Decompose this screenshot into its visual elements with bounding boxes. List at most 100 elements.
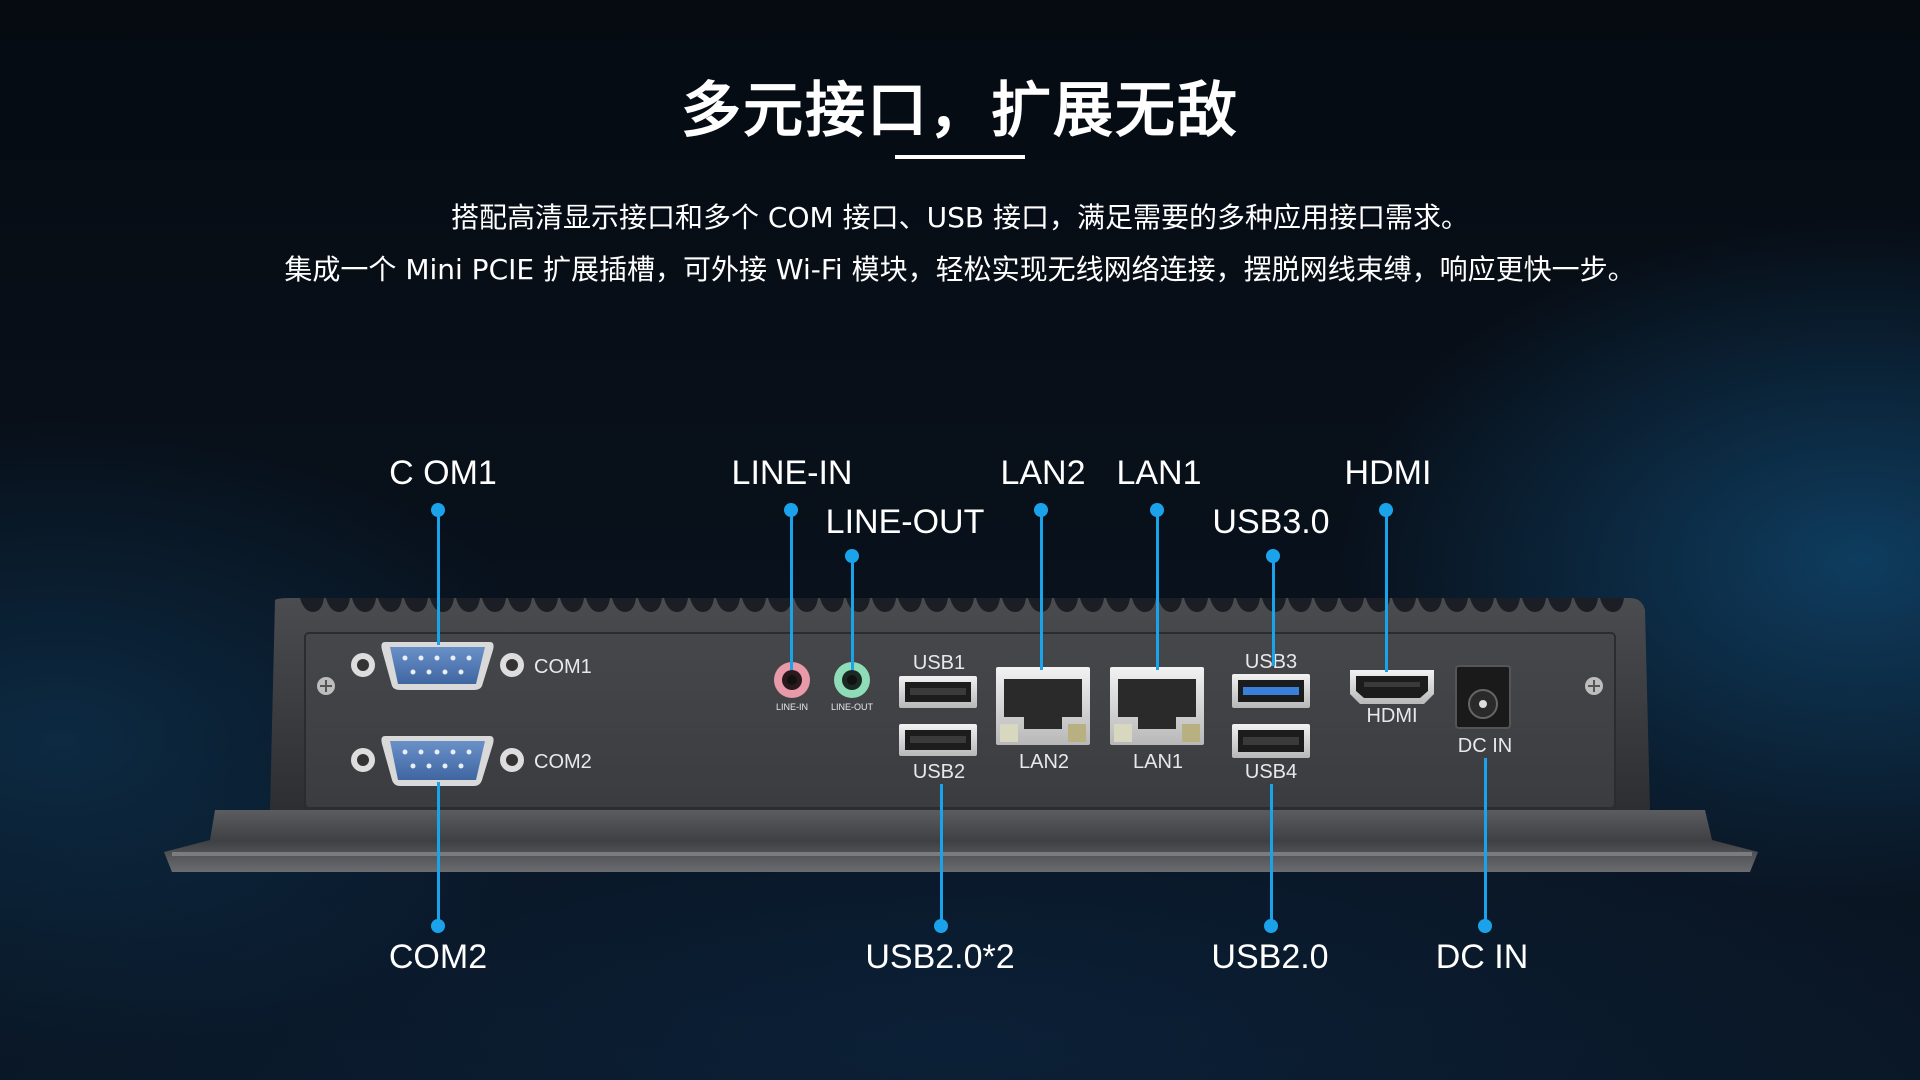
callout-dot-com2	[431, 919, 445, 933]
usb1-port	[899, 676, 977, 708]
callout-line-in: LINE-IN	[731, 454, 853, 492]
callout-usb30: USB3.0	[1212, 503, 1330, 541]
lan1-port	[1110, 667, 1204, 745]
screw-right	[1585, 677, 1603, 695]
fin-notch	[690, 598, 714, 612]
panel-label-usb4: USB4	[1245, 761, 1297, 783]
fin-notch	[1080, 598, 1104, 612]
fin-notch	[664, 598, 688, 612]
fin-notch	[1522, 598, 1546, 612]
fin-notch	[586, 598, 610, 612]
fin-notch	[1210, 598, 1234, 612]
mounting-flange	[164, 810, 1758, 872]
page-title: 多元接口，扩展无敌	[681, 76, 1239, 146]
fin-notch	[300, 598, 324, 612]
fin-notch	[352, 598, 376, 612]
callout-dot-line-in	[784, 503, 798, 517]
screw-left	[317, 677, 335, 695]
callout-line-hdmi	[1385, 510, 1388, 672]
callout-dot-lan1	[1150, 503, 1164, 517]
panel-label-usb3: USB3	[1245, 651, 1297, 673]
line-out-jack	[834, 662, 870, 698]
fin-notch	[534, 598, 558, 612]
usb2-port	[899, 724, 977, 756]
callout-lan1: LAN1	[1116, 454, 1202, 492]
fin-notch	[872, 598, 896, 612]
callout-line-dc-in	[1484, 758, 1487, 926]
fin-notch	[898, 598, 922, 612]
callout-line-usb20	[1270, 784, 1273, 926]
panel-label-dc-in: DC IN	[1458, 735, 1512, 757]
heat-sink-fins	[300, 598, 1624, 612]
fin-notch	[378, 598, 402, 612]
com1-port	[351, 642, 524, 690]
fin-notch	[612, 598, 636, 612]
fin-notch	[794, 598, 818, 612]
panel-label-com2: COM2	[534, 751, 592, 773]
fin-notch	[1236, 598, 1260, 612]
panel-label-hdmi: HDMI	[1366, 705, 1417, 727]
callout-dot-lan2	[1034, 503, 1048, 517]
panel-label-line-in: LINE-IN	[776, 702, 808, 712]
callout-com2: COM2	[388, 938, 488, 976]
fin-notch	[1418, 598, 1442, 612]
callout-usb20x2: USB2.0*2	[865, 938, 1015, 976]
callout-line-com2	[437, 782, 440, 927]
fin-notch	[924, 598, 948, 612]
fin-notch	[404, 598, 428, 612]
callout-dc-in: DC IN	[1435, 938, 1529, 976]
fin-notch	[1314, 598, 1338, 612]
fin-notch	[326, 598, 350, 612]
fin-notch	[482, 598, 506, 612]
panel-label-usb1: USB1	[913, 652, 965, 674]
panel-label-lan2: LAN2	[1019, 751, 1069, 773]
callout-dot-hdmi	[1379, 503, 1393, 517]
callout-line-com1	[437, 510, 440, 645]
fin-notch	[1444, 598, 1468, 612]
fin-notch	[742, 598, 766, 612]
callout-dot-usb30	[1266, 549, 1280, 563]
callout-dot-com1	[431, 503, 445, 517]
callout-line-lan2	[1040, 510, 1043, 670]
fin-notch	[1288, 598, 1312, 612]
panel-label-line-out: LINE-OUT	[831, 702, 874, 712]
fin-notch	[456, 598, 480, 612]
callout-hdmi: HDMI	[1344, 454, 1432, 492]
callout-line-usb20x2	[940, 784, 943, 926]
callout-usb20: USB2.0	[1211, 938, 1329, 976]
panel-label-lan1: LAN1	[1133, 751, 1183, 773]
title-underline	[895, 155, 1025, 159]
callout-dot-dc-in	[1478, 919, 1492, 933]
dc-in-jack	[1455, 665, 1511, 729]
com2-port	[351, 736, 524, 786]
fin-notch	[1106, 598, 1130, 612]
usb4-port	[1232, 724, 1310, 758]
lan2-port	[996, 667, 1090, 745]
fin-notch	[1132, 598, 1156, 612]
callout-line-out: LINE-OUT	[825, 503, 985, 541]
fin-notch	[950, 598, 974, 612]
callout-com1: C OM1	[389, 454, 497, 492]
callout-lan2: LAN2	[1000, 454, 1086, 492]
fin-notch	[1158, 598, 1182, 612]
hdmi-port	[1350, 670, 1434, 704]
callout-line-line-out	[851, 556, 854, 670]
panel-label-com1: COM1	[534, 656, 592, 678]
callout-line-lan1	[1156, 510, 1159, 670]
fin-notch	[1184, 598, 1208, 612]
fin-notch	[1574, 598, 1598, 612]
fin-notch	[1600, 598, 1624, 612]
callout-dot-usb20	[1264, 919, 1278, 933]
description-line-2: 集成一个 Mini PCIE 扩展插槽，可外接 Wi-Fi 模块，轻松实现无线网…	[284, 253, 1636, 286]
fin-notch	[1496, 598, 1520, 612]
fin-notch	[1366, 598, 1390, 612]
fin-notch	[1548, 598, 1572, 612]
fin-notch	[976, 598, 1000, 612]
fin-notch	[1054, 598, 1078, 612]
usb3-port	[1232, 674, 1310, 708]
fin-notch	[430, 598, 454, 612]
panel-label-usb2: USB2	[913, 761, 965, 783]
fin-notch	[1392, 598, 1416, 612]
